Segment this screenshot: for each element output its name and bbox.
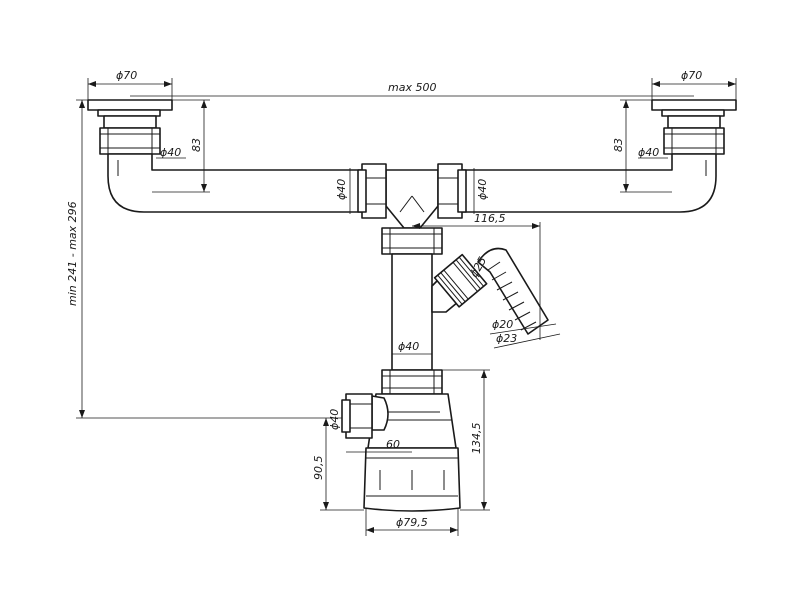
tee-fitting [357, 163, 467, 229]
dim-hose-outer-dia: ϕ23 [496, 332, 517, 345]
left-drain-pipe [107, 153, 365, 213]
dim-right-pipe-dia: ϕ40 [638, 146, 659, 159]
bottle-outlet [341, 393, 389, 439]
bottle-trap [363, 369, 461, 512]
dim-outlet-height: 90,5 [312, 456, 325, 481]
right-drain-pipe [459, 153, 717, 213]
dim-tee-left-dia: ϕ40 [335, 179, 348, 200]
dim-bottle-height: 134,5 [470, 423, 483, 455]
dim-total-height: min 241 - max 296 [66, 201, 79, 306]
dimension-labels: ϕ70 ϕ70 max 500 ϕ40 ϕ40 83 83 ϕ40 ϕ40 11… [66, 69, 702, 529]
dim-left-outlet-dia: ϕ70 [116, 69, 137, 82]
side-inlet-branch [431, 253, 488, 313]
dim-side-offset: 116,5 [474, 212, 506, 225]
right-sink-outlet [651, 99, 737, 155]
dim-outlet-offset: 60 [386, 438, 400, 451]
hose-nozzle [477, 247, 549, 335]
dim-right-drop: 83 [612, 138, 625, 152]
dimension-lines [76, 78, 737, 536]
dim-vertical-pipe-dia: ϕ40 [398, 340, 419, 353]
dim-hose-inner-dia: ϕ20 [492, 318, 513, 331]
dim-bottle-dia: ϕ79,5 [396, 516, 428, 529]
dim-right-outlet-dia: ϕ70 [681, 69, 702, 82]
left-sink-outlet [87, 99, 173, 155]
vertical-pipe [381, 227, 443, 371]
dim-left-pipe-dia: ϕ40 [160, 146, 181, 159]
dim-outlet-dia: ϕ40 [328, 409, 341, 430]
dim-overall-width: max 500 [388, 81, 436, 94]
dim-tee-right-dia: ϕ40 [476, 179, 489, 200]
dim-left-drop: 83 [190, 138, 203, 152]
